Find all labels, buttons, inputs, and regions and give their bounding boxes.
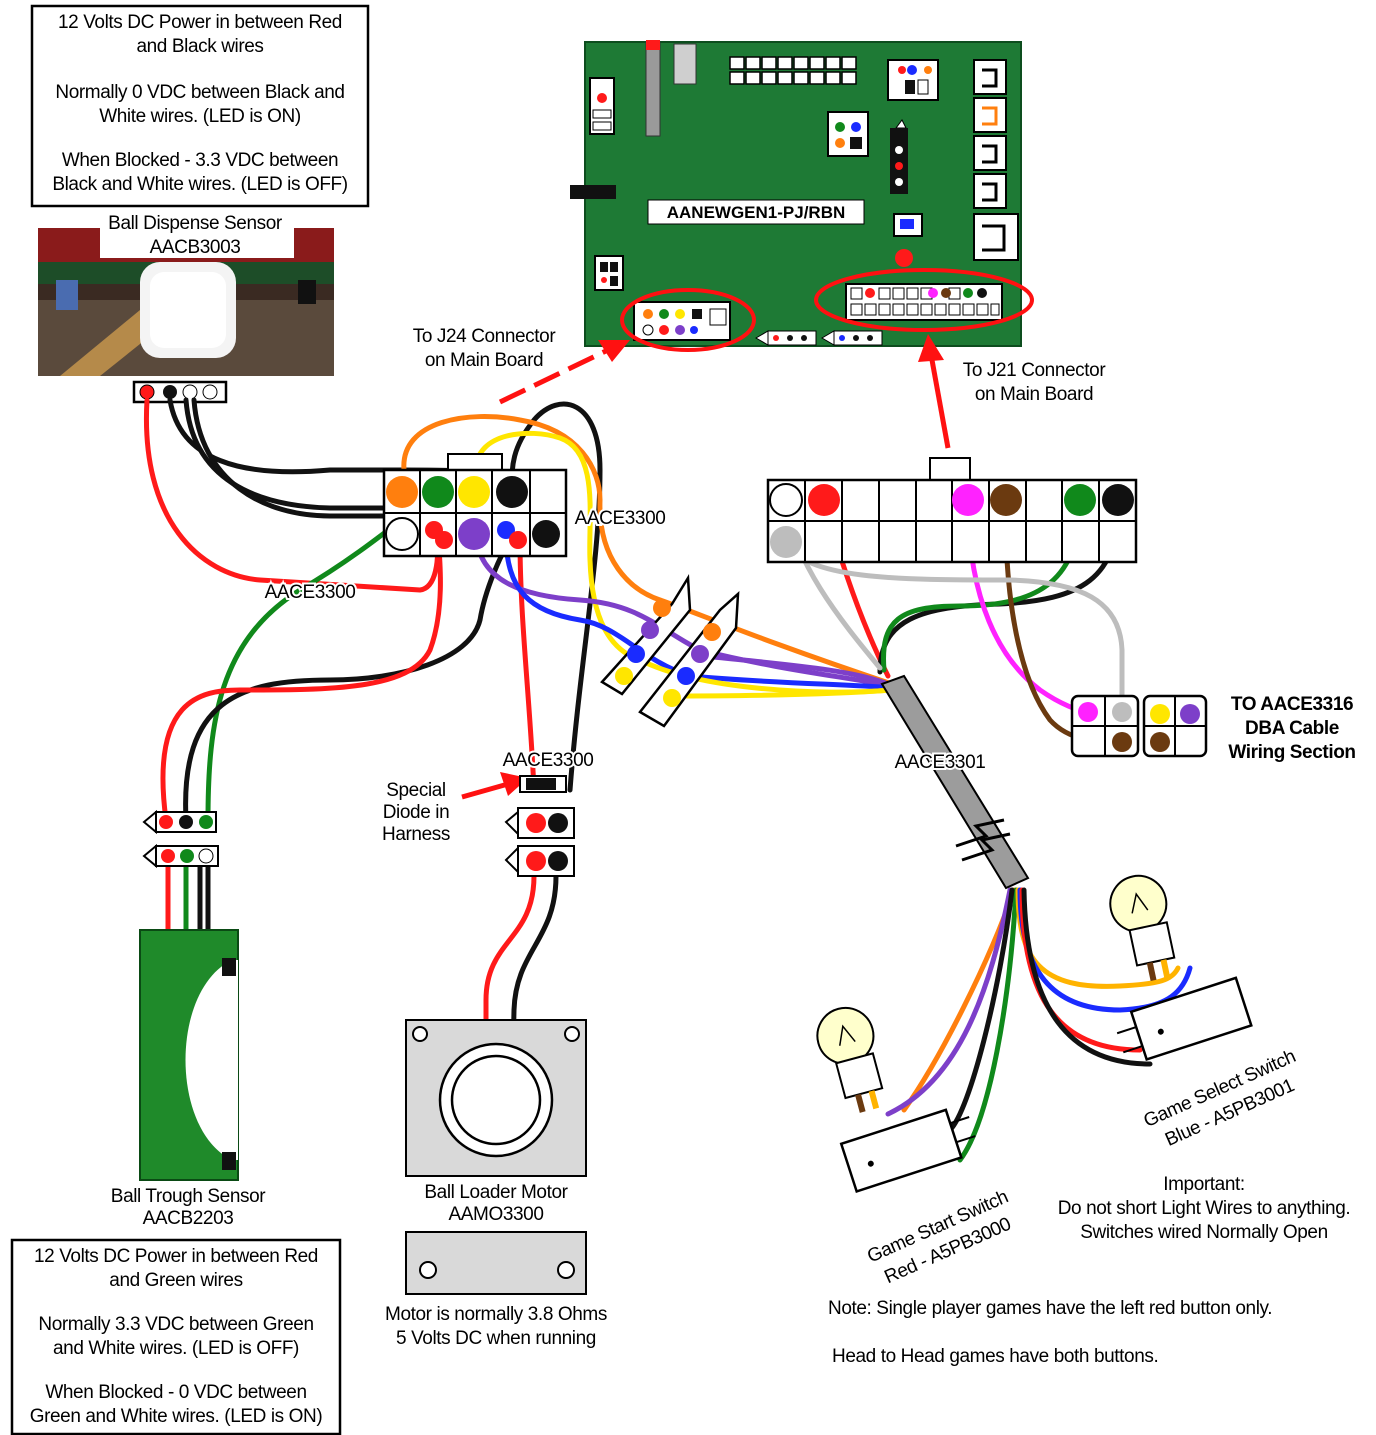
top-left-info-box: 12 Volts DC Power in between Red and Bla…	[30, 4, 370, 208]
game-select-switch	[1109, 874, 1253, 1061]
motor-note-line: Motor is normally 3.8 Ohms	[385, 1304, 607, 1325]
game-start-switch	[816, 1006, 976, 1193]
ball-loader-motor-title: Ball Loader Motor	[424, 1182, 568, 1203]
info-line: Green and White wires. (LED is ON)	[30, 1406, 323, 1427]
info-line: and White wires. (LED is OFF)	[53, 1338, 299, 1359]
ball-trough-sensor: Ball Trough Sensor AACB2203	[111, 929, 267, 1229]
special-diode-label: Harness	[382, 824, 450, 845]
important-label: Important:	[1163, 1174, 1245, 1195]
harness-connector-aace3300	[382, 453, 568, 558]
main-board: AANEWGEN1-PJ/RBN	[570, 40, 1022, 347]
motor-note-line: 5 Volts DC when running	[396, 1328, 596, 1349]
j21-highlight	[814, 268, 1034, 332]
ball-loader-motor: Ball Loader Motor AAMO3300 Motor is norm…	[385, 1019, 607, 1349]
important-label: Do not short Light Wires to anything.	[1058, 1198, 1351, 1219]
trough-sensor-connectors	[142, 809, 219, 869]
info-line: White wires. (LED is ON)	[99, 106, 301, 127]
info-line: and Green wires	[109, 1270, 242, 1291]
info-line: 12 Volts DC Power in between Red	[58, 12, 342, 33]
special-diode-label: Special	[386, 780, 446, 801]
ball-dispense-sensor-part: AACB3003	[150, 237, 241, 258]
j24-highlight	[620, 288, 756, 352]
info-line: When Blocked - 3.3 VDC between	[62, 150, 338, 171]
harness-label-left: AACE3300	[265, 582, 356, 603]
to-j24-label: To J24 Connector	[413, 326, 557, 347]
to-j21-label: on Main Board	[975, 384, 1093, 405]
ball-trough-sensor-part: AACB2203	[143, 1208, 234, 1229]
dba-label: TO AACE3316	[1231, 694, 1353, 715]
ball-trough-sensor-title: Ball Trough Sensor	[111, 1186, 266, 1207]
info-line: and Black wires	[136, 36, 263, 57]
harness-connector-j21	[766, 457, 1138, 564]
info-line: When Blocked - 0 VDC between	[45, 1382, 306, 1403]
info-line: 12 Volts DC Power in between Red	[34, 1246, 318, 1267]
motor-connectors	[504, 775, 575, 877]
to-j21-label: To J21 Connector	[963, 360, 1107, 381]
lightbulb-icon	[1109, 874, 1176, 981]
harness-label-bottom: AACE3300	[503, 750, 594, 771]
ball-loader-motor-part: AAMO3300	[448, 1204, 543, 1225]
special-diode-label: Diode in	[383, 802, 450, 823]
ball-dispense-sensor-title: Ball Dispense Sensor	[108, 213, 283, 234]
lightbulb-icon	[816, 1006, 884, 1113]
note-label: Head to Head games have both buttons.	[832, 1346, 1158, 1367]
info-line: Normally 0 VDC between Black and	[55, 82, 344, 103]
inline-plug-connectors	[600, 573, 740, 728]
to-j24-label: on Main Board	[425, 350, 543, 371]
main-board-label: AANEWGEN1-PJ/RBN	[667, 203, 846, 222]
info-line: Black and White wires. (LED is OFF)	[52, 174, 347, 195]
ball-dispense-connector	[132, 380, 228, 404]
info-line: Normally 3.3 VDC between Green	[38, 1314, 313, 1335]
cable-3301-label: AACE3301	[895, 752, 986, 773]
note-label: Note: Single player games have the left …	[828, 1298, 1272, 1319]
important-label: Switches wired Normally Open	[1080, 1222, 1328, 1243]
dba-connectors	[1070, 694, 1208, 758]
dba-label: Wiring Section	[1228, 742, 1355, 763]
harness-label-right: AACE3300	[575, 508, 666, 529]
bottom-left-info-box: 12 Volts DC Power in between Red and Gre…	[10, 1238, 342, 1435]
dba-label: DBA Cable	[1245, 718, 1339, 739]
annotation-arrows	[461, 334, 951, 800]
ball-dispense-sensor-photo: Ball Dispense Sensor AACB3003	[38, 213, 334, 376]
cable-aace3301	[880, 674, 1030, 890]
